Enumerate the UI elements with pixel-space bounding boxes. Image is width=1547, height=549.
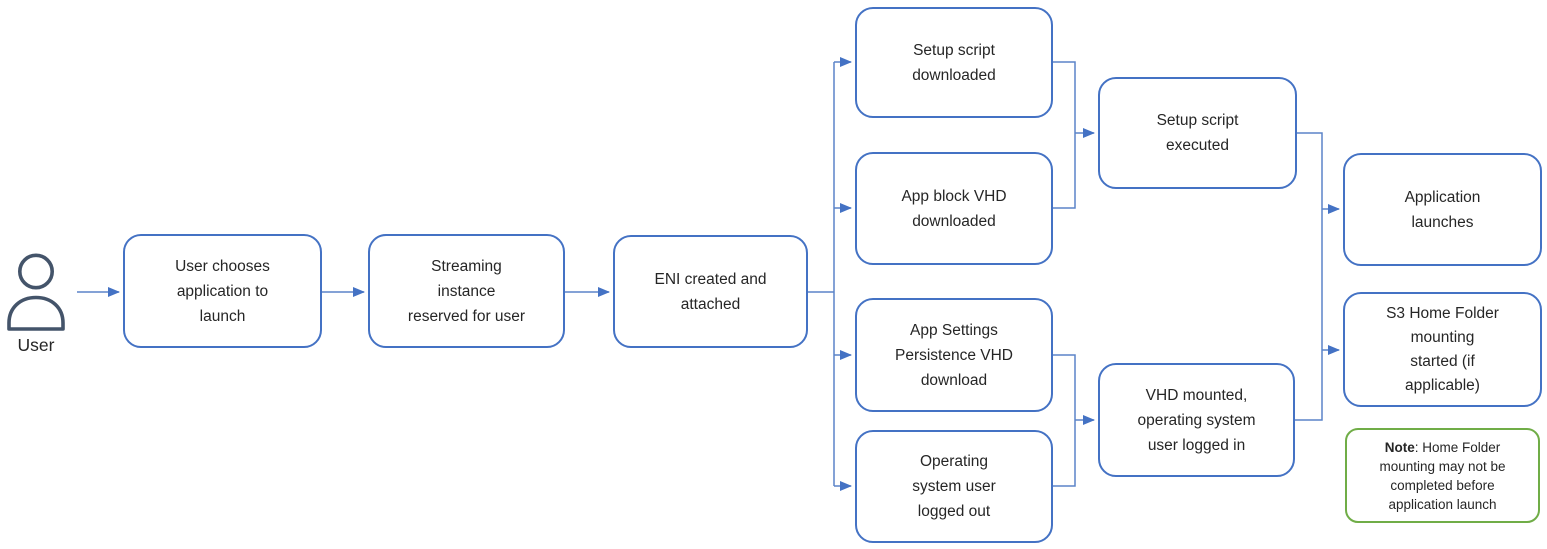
node-label: ENI created and attached — [654, 270, 767, 313]
node-label: App block VHD downloaded — [901, 187, 1007, 230]
node-app-settings-persistence-vhd: App Settings Persistence VHD download — [855, 298, 1053, 412]
connector-merge-bottom-pair — [1053, 354, 1076, 487]
node-label: Setup script downloaded — [912, 41, 996, 84]
node-label: Setup script executed — [1156, 112, 1239, 154]
user-icon — [7, 253, 65, 331]
note-home-folder-mounting: Note: Home Folder mounting may not be co… — [1345, 428, 1540, 523]
connector-setup-executed-out — [1295, 132, 1323, 421]
node-vhd-mounted-user-logged-in: VHD mounted, operating system user logge… — [1098, 363, 1295, 477]
node-eni-created-attached: ENI created and attached — [613, 235, 808, 348]
node-label: Application launches — [1404, 188, 1481, 231]
node-application-launches: Application launches — [1343, 153, 1542, 266]
node-streaming-instance-reserved: Streaming instance reserved for user — [368, 234, 565, 348]
node-setup-script-executed: Setup script executed — [1098, 77, 1297, 189]
note-content: Note: Home Folder mounting may not be co… — [1379, 438, 1505, 514]
node-setup-script-downloaded: Setup script downloaded — [855, 7, 1053, 118]
node-os-user-logged-out: Operating system user logged out — [855, 430, 1053, 543]
node-label: VHD mounted, operating system user logge… — [1137, 386, 1256, 454]
node-label: Streaming instance reserved for user — [407, 257, 526, 325]
node-label: Operating system user logged out — [912, 453, 996, 520]
user-label: User — [17, 335, 55, 355]
connector-merge-top-pair — [1053, 61, 1076, 209]
node-s3-home-folder-mounting: S3 Home Folder mounting started (if appl… — [1343, 292, 1542, 407]
note-strong-label: Note — [1384, 439, 1415, 455]
note-text: : Home Folder mounting may not be comple… — [1379, 439, 1506, 512]
node-label: App Settings Persistence VHD download — [894, 321, 1013, 389]
node-label: User chooses application to launch — [175, 257, 270, 325]
node-user-chooses-application: User chooses application to launch — [123, 234, 322, 348]
node-label: S3 Home Folder mounting started (if appl… — [1386, 304, 1499, 394]
node-app-block-vhd-downloaded: App block VHD downloaded — [855, 152, 1053, 265]
